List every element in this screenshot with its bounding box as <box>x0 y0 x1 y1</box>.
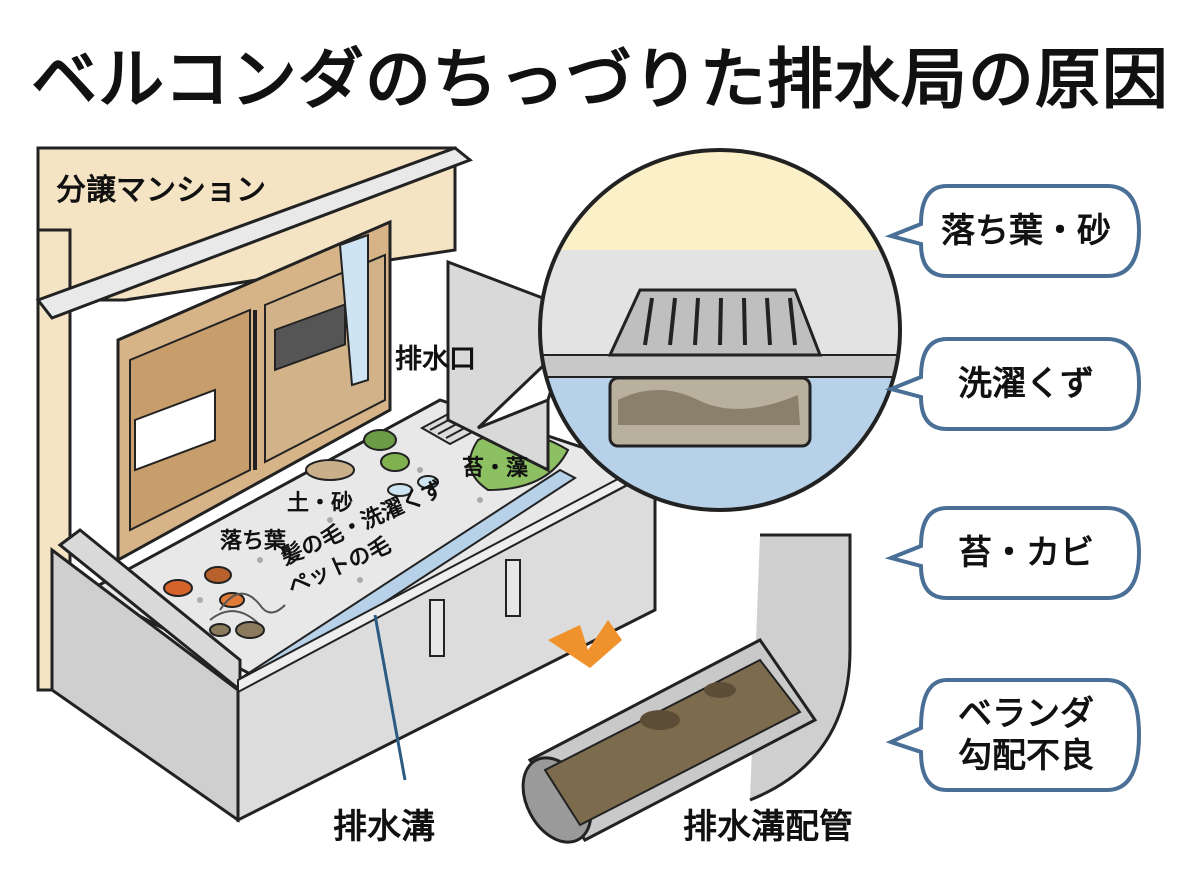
soil-pile <box>305 459 355 481</box>
cause-text: 落ち葉・砂 <box>941 210 1111 251</box>
cause-text: 洗濯くず <box>958 363 1094 404</box>
tv <box>274 303 346 372</box>
cause-bubble: 落ち葉・砂 <box>884 178 1145 284</box>
gutter-pointer-line <box>373 614 407 781</box>
leaf-icon <box>204 566 232 584</box>
zoom-circle <box>538 148 902 512</box>
moss-algae-label: 苔・藻 <box>462 456 529 481</box>
dirt-clump <box>235 621 265 639</box>
cause-bubble: 洗濯くず <box>884 331 1145 437</box>
railing-wall <box>50 259 657 823</box>
moss-icon <box>363 429 397 451</box>
drain-gutter-label: 排水溝 <box>333 807 435 847</box>
soil-sand-label: 土・砂 <box>287 490 353 516</box>
window <box>116 219 392 563</box>
arrow-icon <box>548 620 622 668</box>
cause-text: 苔・カビ <box>958 532 1094 573</box>
hair-icon <box>219 592 286 614</box>
drain-pipe <box>521 533 852 844</box>
cause-text: ベランダ 勾配不良 <box>958 693 1094 777</box>
curtain <box>338 233 369 387</box>
page-title: ベルコンダのちっづりた排水局の原因 <box>31 41 1169 118</box>
lint-icon <box>417 475 439 489</box>
drain-outlet-label: 排水口 <box>395 344 476 375</box>
bed <box>134 388 216 472</box>
moss-icon <box>380 452 410 472</box>
leaf-icon <box>163 579 193 597</box>
building-label: 分譲マンション <box>56 173 266 208</box>
cause-bubble: ベランダ 勾配不良 <box>885 672 1145 798</box>
pipe-sludge <box>543 658 802 827</box>
fallen-leaves-label: 落ち葉 <box>220 529 287 554</box>
drain-pipe-label: 排水溝配管 <box>683 807 853 847</box>
lint-icon <box>387 483 413 497</box>
cause-bubble: 苔・カビ <box>884 500 1145 606</box>
wall-vent <box>429 599 445 657</box>
wall-vent <box>505 559 521 617</box>
